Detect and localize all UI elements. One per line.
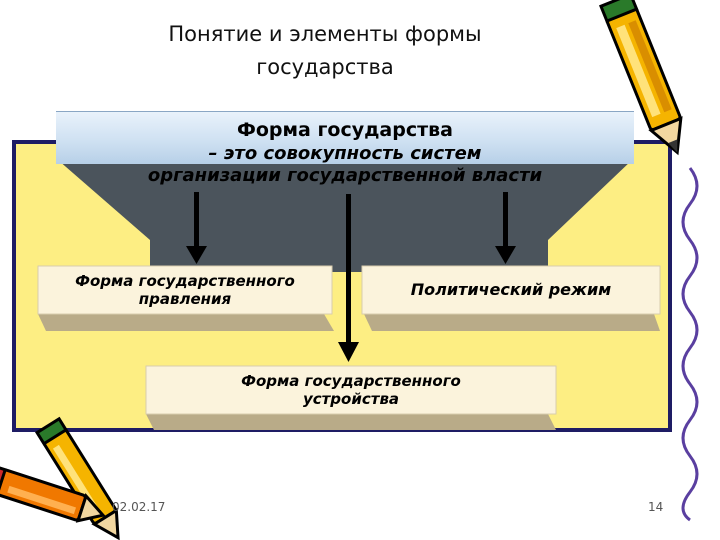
funnel-shape bbox=[58, 160, 632, 272]
regime-label: Политический режим bbox=[362, 281, 660, 299]
arrow-center bbox=[338, 194, 359, 362]
regime-label-line1: Политический режим bbox=[410, 280, 612, 299]
wavy-line-icon bbox=[681, 167, 699, 522]
governance-box bbox=[37, 265, 334, 331]
structure-box bbox=[145, 365, 557, 430]
header-definition-line1: – это совокупность систем bbox=[208, 143, 482, 164]
governance-label-line2: правления bbox=[138, 290, 232, 308]
arrow-left bbox=[186, 192, 207, 264]
structure-label: Форма государственного устройства bbox=[146, 372, 556, 408]
slide-title-line2: государства bbox=[256, 55, 394, 79]
header-definition: – это совокупность систем организации го… bbox=[56, 143, 634, 187]
header-title: Форма государства bbox=[237, 119, 453, 141]
slide-title: Понятие и элементы формы государства bbox=[90, 18, 560, 84]
structure-label-line2: устройства bbox=[302, 390, 400, 408]
page-number: 14 bbox=[648, 500, 664, 514]
pencil-clipart-icon bbox=[598, 0, 683, 156]
governance-label: Форма государственного правления bbox=[38, 272, 332, 308]
governance-label-line1: Форма государственного bbox=[75, 272, 295, 290]
structure-label-line1: Форма государственного bbox=[241, 372, 461, 390]
header-box bbox=[56, 111, 634, 164]
footer-date: 02.02.17 bbox=[112, 500, 166, 514]
header-definition-line2: организации государственной власти bbox=[147, 165, 543, 186]
slide-title-line1: Понятие и элементы формы bbox=[168, 22, 482, 46]
pencil-clipart-icon bbox=[34, 416, 120, 540]
arrow-right bbox=[495, 192, 516, 264]
regime-box bbox=[361, 265, 661, 331]
pencil-clipart-icon bbox=[0, 463, 106, 523]
